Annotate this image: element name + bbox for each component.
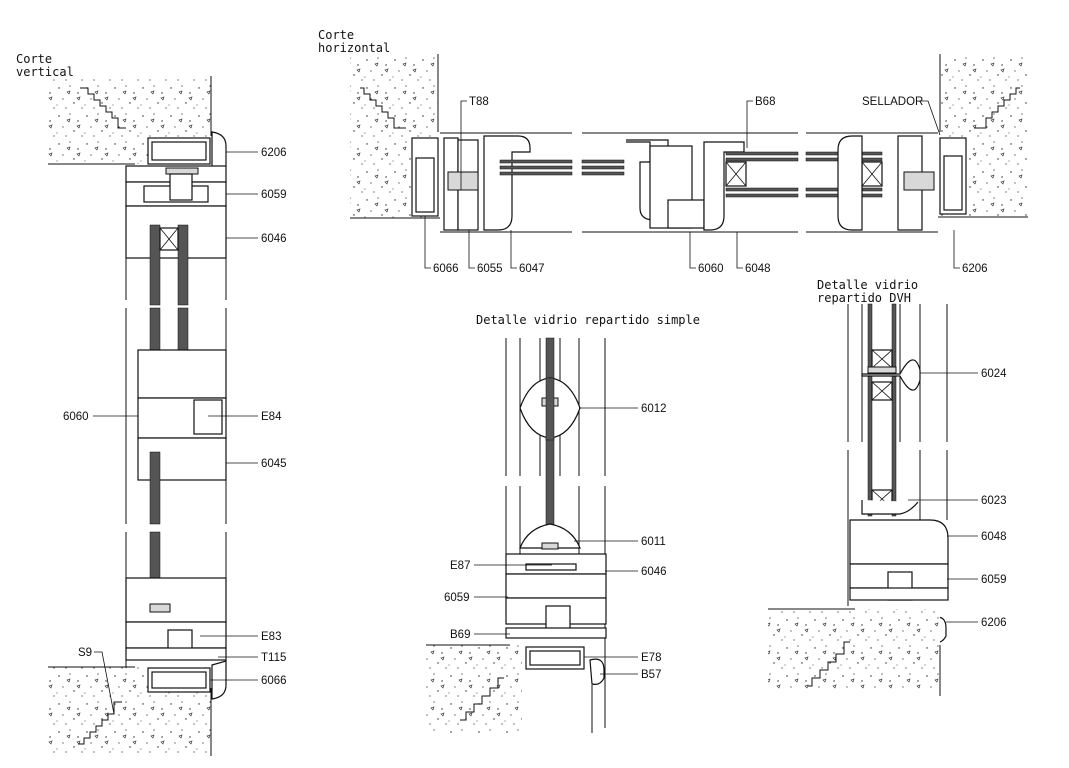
label-B68: B68	[755, 96, 775, 108]
label-6048-dvh: 6048	[981, 531, 1007, 543]
label-SELLADOR: SELLADOR	[862, 96, 923, 108]
label-6206-dvh: 6206	[981, 617, 1007, 629]
label-6024: 6024	[981, 368, 1007, 380]
profile-6024	[861, 359, 921, 391]
label-6047: 6047	[519, 263, 545, 275]
vertical-section: Corte vertical	[16, 52, 287, 756]
label-6066-vert: 6066	[261, 675, 287, 687]
dvh-title-2: repartido DVH	[817, 291, 911, 305]
concrete-simple	[426, 645, 522, 733]
profile-E87	[525, 563, 577, 571]
label-B69: B69	[450, 629, 470, 641]
label-6060-vert: 6060	[63, 411, 89, 423]
dvh-title-1: Detalle vidrio	[817, 278, 918, 292]
anchor-steps-top	[80, 87, 126, 129]
label-6060-horiz: 6060	[698, 263, 724, 275]
profile-6023	[861, 500, 919, 515]
vertical-title-1: Corte	[16, 52, 52, 66]
label-B57: B57	[641, 669, 661, 681]
label-6066-horiz: 6066	[433, 263, 459, 275]
label-6059-dvh: 6059	[981, 574, 1007, 586]
label-E87: E87	[450, 560, 470, 572]
label-6059-simple: 6059	[444, 592, 470, 604]
profile-6047	[483, 135, 531, 231]
label-6012: 6012	[641, 403, 667, 415]
label-E83: E83	[261, 631, 281, 643]
profile-T115	[125, 647, 227, 661]
label-T115: T115	[261, 652, 286, 664]
label-6023: 6023	[981, 495, 1007, 507]
profile-6048-dvh	[849, 519, 949, 565]
horizontal-title-2: horizontal	[318, 41, 390, 55]
label-E84: E84	[261, 411, 282, 423]
anchor-steps-bottom	[78, 701, 122, 745]
concrete-dvh	[768, 609, 940, 689]
label-6206-vert: 6206	[261, 147, 287, 159]
label-6046-simple: 6046	[641, 566, 667, 578]
vertical-title-2: vertical	[16, 65, 74, 79]
label-S9: S9	[78, 647, 92, 659]
simple-glass-detail: Detalle vidrio repartido simple 6012	[426, 313, 700, 733]
label-6045: 6045	[261, 458, 287, 470]
label-6011: 6011	[641, 536, 666, 548]
profile-E84	[193, 399, 223, 435]
horizontal-title-1: Corte	[318, 28, 354, 42]
simple-title: Detalle vidrio repartido simple	[476, 313, 700, 327]
profile-B57	[589, 658, 605, 685]
label-T88: T88	[469, 96, 489, 108]
label-E78: E78	[641, 652, 661, 664]
profile-6059-simple	[505, 573, 607, 599]
label-6046-vert: 6046	[261, 233, 287, 245]
label-6055: 6055	[477, 263, 503, 275]
label-6059-vert: 6059	[261, 189, 287, 201]
label-6206-horiz: 6206	[962, 263, 988, 275]
horizontal-section: Corte horizontal	[318, 28, 1028, 275]
dvh-glass-detail: Detalle vidrio repartido DVH	[768, 278, 1007, 696]
label-6048-horiz: 6048	[745, 263, 771, 275]
